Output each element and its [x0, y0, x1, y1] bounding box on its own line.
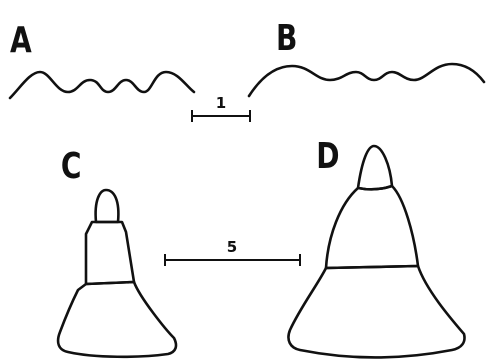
panel-c: C — [56, 145, 178, 359]
panel-d-base-segment — [287, 264, 466, 359]
panel-c-label: C — [61, 145, 82, 187]
panel-b-label: B — [276, 17, 297, 59]
panel-c-tip-segment — [94, 188, 120, 224]
panel-b: B — [247, 17, 486, 98]
panel-d: D — [287, 135, 466, 359]
scale-bar-5: 5 — [164, 238, 301, 266]
panel-a: A — [8, 19, 196, 100]
scale-bar-1: 1 — [191, 94, 251, 122]
scale-bar-5-label: 5 — [227, 238, 237, 256]
panel-d-middle-segment — [324, 184, 420, 270]
panel-d-label: D — [316, 135, 339, 177]
panel-d-tip-segment — [356, 144, 394, 191]
panel-a-wavy-profile — [8, 70, 196, 100]
panel-c-middle-segment — [84, 220, 136, 286]
scale-bar-1-label: 1 — [216, 94, 226, 112]
panel-b-wavy-profile — [247, 62, 486, 98]
panel-c-base-segment — [56, 280, 178, 359]
panel-a-label: A — [10, 19, 32, 61]
